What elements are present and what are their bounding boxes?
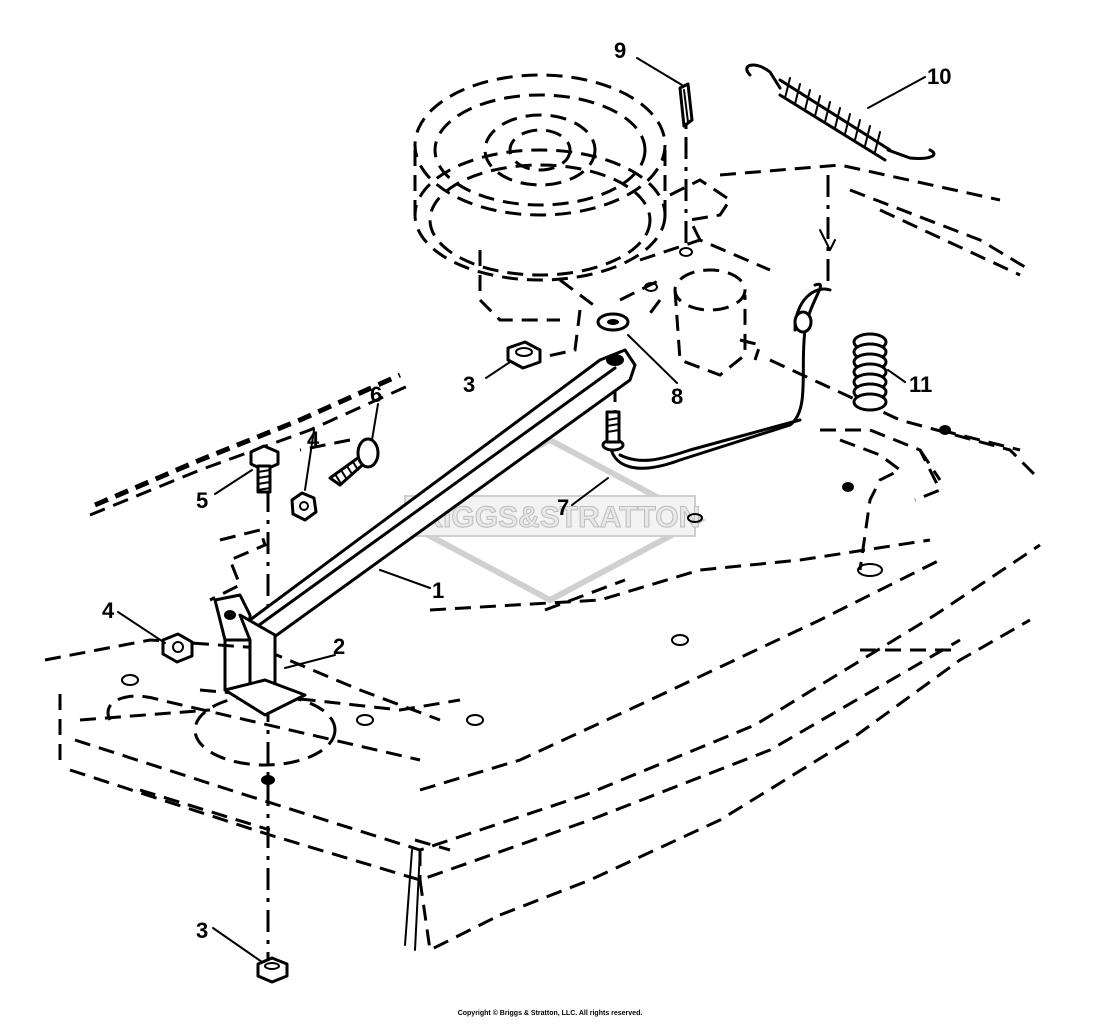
hex-nut-lower [256, 956, 289, 984]
callout-9: 9 [614, 38, 626, 63]
hex-bolt [249, 444, 280, 494]
callout-6: 6 [370, 382, 382, 407]
flat-washer [596, 282, 658, 332]
callout-4-upper: 4 [307, 427, 320, 452]
callout-1: 1 [432, 578, 444, 603]
shoulder-bolt [328, 437, 380, 487]
callout-3-lower: 3 [196, 918, 208, 943]
hex-nut-upper [506, 340, 542, 370]
callout-5: 5 [196, 488, 208, 513]
lock-nut-lower [161, 632, 194, 664]
watermark-logo: BRIGGS&STRATTON [393, 436, 707, 604]
callout-7: 7 [557, 495, 569, 520]
callout-leaders [117, 57, 926, 963]
compression-spring [852, 332, 888, 412]
callout-labels: 1 2 3 3 4 4 5 6 7 8 9 10 11 [102, 38, 951, 943]
callout-8: 8 [671, 384, 683, 409]
lock-nut-upper [290, 491, 318, 522]
deck-adjust-bracket [820, 428, 943, 571]
callout-3-upper: 3 [463, 372, 475, 397]
callout-11: 11 [909, 372, 932, 397]
pivot-bracket [213, 593, 307, 717]
idler-pulley-assembly [413, 73, 771, 377]
hairpin-clip [678, 82, 694, 257]
callout-2: 2 [333, 634, 345, 659]
extension-spring [745, 63, 936, 251]
callout-4-lower: 4 [102, 598, 115, 623]
idler-rod [601, 282, 832, 470]
copyright-notice: Copyright © Briggs & Stratton, LLC. All … [457, 1010, 643, 1017]
deck-mount-hole [261, 775, 275, 785]
callout-10: 10 [927, 64, 951, 89]
mower-deck-outline [44, 163, 1042, 953]
